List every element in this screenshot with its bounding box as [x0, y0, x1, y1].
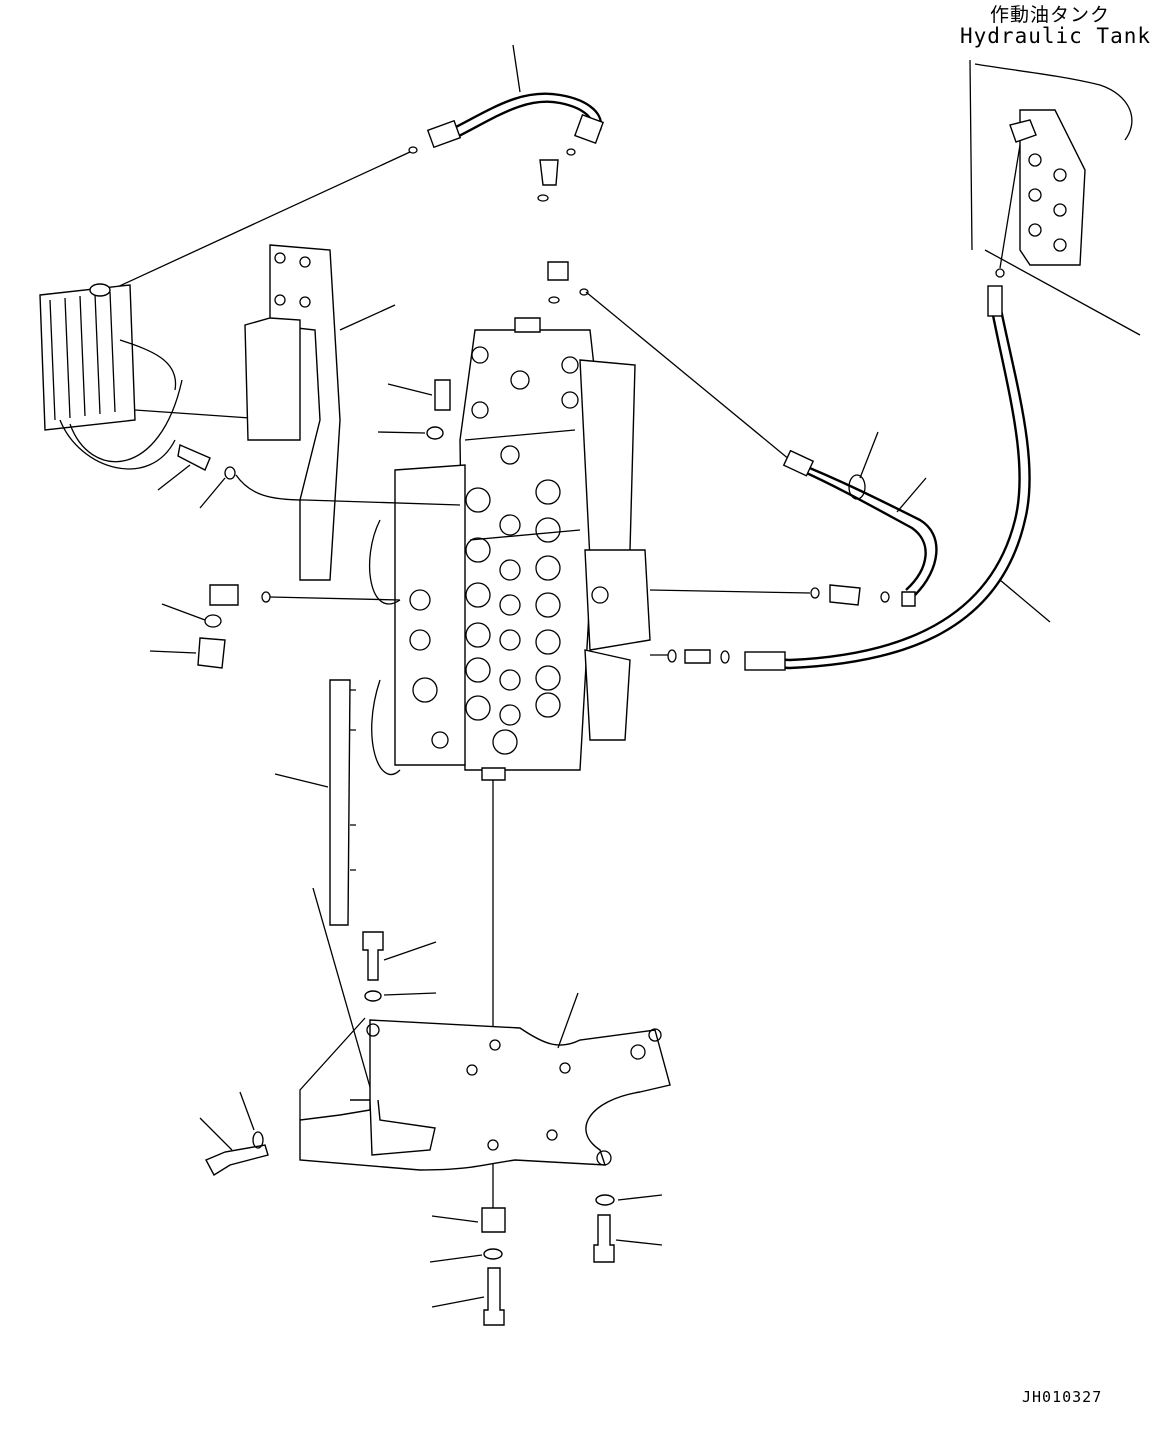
drawing-code: JH010327 — [1022, 1388, 1103, 1406]
main-control-valve — [368, 317, 651, 781]
top-hose — [99, 44, 604, 296]
solenoid-valve-block — [39, 283, 251, 470]
fittings — [149, 261, 916, 669]
lower-bracket — [274, 679, 379, 1116]
bolts-washers — [199, 931, 663, 1326]
tank-label-japanese: 作動油タンク — [990, 4, 1111, 26]
upper-bracket — [244, 244, 396, 581]
hydraulic-tank — [969, 59, 1141, 336]
valve-spools — [409, 346, 609, 755]
tank-label-english: Hydraulic Tank — [960, 24, 1152, 48]
base-plate — [299, 992, 671, 1171]
right-hoses — [744, 285, 1051, 671]
